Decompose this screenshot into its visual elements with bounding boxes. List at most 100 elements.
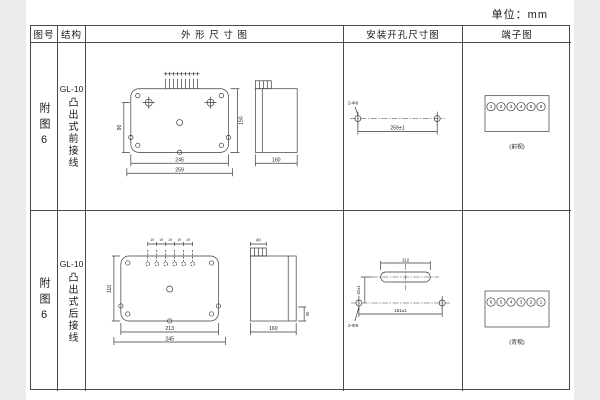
dim-line-body-width	[130, 154, 229, 167]
terminal-no: 2	[530, 300, 533, 305]
cutout-and-holes	[354, 261, 446, 322]
terminal-no: 3	[520, 300, 523, 305]
terminal-outline	[484, 95, 550, 132]
side-view	[254, 80, 298, 167]
dim-overall-width-label: 259	[175, 168, 184, 174]
slot-cutout	[380, 271, 431, 283]
row1-model: GL-10	[59, 84, 84, 94]
row2-outline-cell: 19 19 19 19 19 110 213 245 40 30 160	[86, 211, 344, 391]
dim-left-label: 90	[117, 125, 123, 131]
dim-line-span	[358, 307, 443, 317]
row2-terminal-cell: 6 5 4 3 2 1 (背视)	[463, 211, 571, 391]
dim-depth-label: 160	[272, 157, 281, 163]
header-outline: 外 形 尺 寸 图	[86, 26, 344, 43]
dim-line-depth	[250, 323, 297, 335]
terminal-no: 5	[500, 300, 503, 305]
row2-structure-text: 凸出式后接线	[66, 271, 77, 344]
pin-pitch-ticks	[163, 71, 200, 76]
row2-mounting-drawing: 112 40±1 151±1 2-Φ6	[348, 257, 451, 328]
row1-structure-text: 凸出式前接线	[66, 97, 77, 169]
header-mounting: 安装开孔尺寸图	[344, 26, 463, 43]
view-label: (前视)	[509, 142, 524, 150]
terminal-no: 2	[500, 104, 503, 109]
row1-mounting-cell: 259±1 2-Φ6	[344, 43, 463, 211]
header-terminal: 端子图	[463, 26, 571, 43]
header-structure: 结构	[58, 26, 86, 43]
terminal-pins	[165, 78, 198, 89]
dim-line-left	[111, 255, 120, 322]
front-view	[121, 71, 240, 177]
view-label: (背视)	[509, 338, 525, 346]
hole-note-label: 2-Φ6	[348, 101, 359, 106]
page-right-margin	[574, 0, 600, 400]
dim-line-left	[121, 102, 130, 153]
row1-mounting-drawing: 259±1 2-Φ6	[348, 101, 446, 135]
dim-line-depth	[254, 154, 298, 167]
row1-outline-drawing: 90 150 245 259 160	[117, 71, 298, 177]
terminal-no: 1	[540, 300, 543, 305]
spec-table: 图号 结构 外 形 尺 寸 图 安装开孔尺寸图 端子图 附图6 GL-10 凸出…	[30, 25, 571, 391]
row2-structure: GL-10 凸出式后接线	[58, 211, 86, 391]
dim-body-width-label: 213	[165, 326, 174, 332]
pitch-label: 19	[168, 238, 172, 242]
dim-offset-label: 40±1	[356, 285, 361, 295]
row2-mounting-cell: 112 40±1 151±1 2-Φ6	[344, 211, 463, 391]
row1-outline-cell: 90 150 245 259 160	[86, 43, 344, 211]
row1-terminal-drawing: 1 2 3 4 5 6 (前视)	[484, 95, 550, 150]
dim-left-label: 110	[107, 285, 113, 293]
row2-model: GL-10	[59, 258, 84, 269]
pitch-label: 19	[186, 238, 190, 242]
dim-body-width-label: 245	[175, 157, 184, 163]
dim-depth-label: 160	[269, 326, 278, 332]
dim-stud-label: 40	[256, 237, 261, 242]
row2-outline-drawing: 19 19 19 19 19 110 213 245 40 30 160	[107, 237, 310, 345]
mounting-holes	[354, 106, 441, 135]
terminal-no: 1	[490, 104, 493, 109]
row2-figure-no: 附图6	[31, 211, 58, 391]
centerlines	[350, 264, 451, 304]
row1-structure: GL-10 凸出式前接线	[58, 43, 86, 211]
pitch-label: 19	[150, 238, 154, 242]
terminal-no: 6	[490, 300, 493, 305]
dim-line-stud-height	[298, 306, 307, 322]
dim-line-span	[357, 122, 438, 135]
pitch-label: 19	[177, 238, 181, 242]
dim-height-label: 150	[238, 116, 244, 125]
dim-line-height	[230, 88, 240, 153]
dim-span-label: 151±1	[394, 308, 407, 313]
terminal-block	[484, 290, 550, 328]
hidden-rear-terminals	[145, 250, 195, 267]
relay-body-front	[120, 255, 219, 322]
dim-slot-label: 112	[402, 257, 410, 262]
front-view	[111, 242, 226, 345]
terminal-no: 6	[540, 104, 543, 109]
relay-body-side	[254, 88, 298, 153]
terminal-outline	[484, 290, 550, 328]
row1-terminal-cell: 1 2 3 4 5 6 (前视)	[463, 43, 571, 211]
dim-line-body-width	[120, 323, 219, 335]
relay-body-side	[250, 255, 297, 322]
row2-terminal-drawing: 6 5 4 3 2 1 (背视)	[484, 290, 550, 346]
dim-line-stud	[250, 242, 267, 246]
center-screw	[166, 285, 174, 293]
header-figure-no: 图号	[31, 26, 58, 43]
side-view	[250, 242, 307, 335]
center-screw	[176, 119, 183, 126]
terminal-no: 5	[530, 104, 533, 109]
dim-line-overall-width	[113, 337, 226, 345]
dim-line-overall-width	[126, 168, 233, 177]
dim-line-offset	[360, 276, 372, 303]
row1-figure-no: 附图6	[31, 43, 58, 211]
terminal-no: 3	[510, 104, 513, 109]
terminal-no: 4	[520, 104, 523, 109]
leader-line	[354, 306, 360, 322]
dim-stud-height-label: 30	[305, 311, 310, 316]
relay-body-front	[130, 88, 229, 153]
dim-span-label: 259±1	[390, 125, 404, 131]
pitch-dim-line	[147, 242, 193, 246]
terminal-no: 4	[510, 300, 513, 305]
terminal-block	[484, 95, 550, 132]
dim-line-slot	[380, 261, 431, 270]
unit-label: 单位：mm	[491, 9, 548, 21]
